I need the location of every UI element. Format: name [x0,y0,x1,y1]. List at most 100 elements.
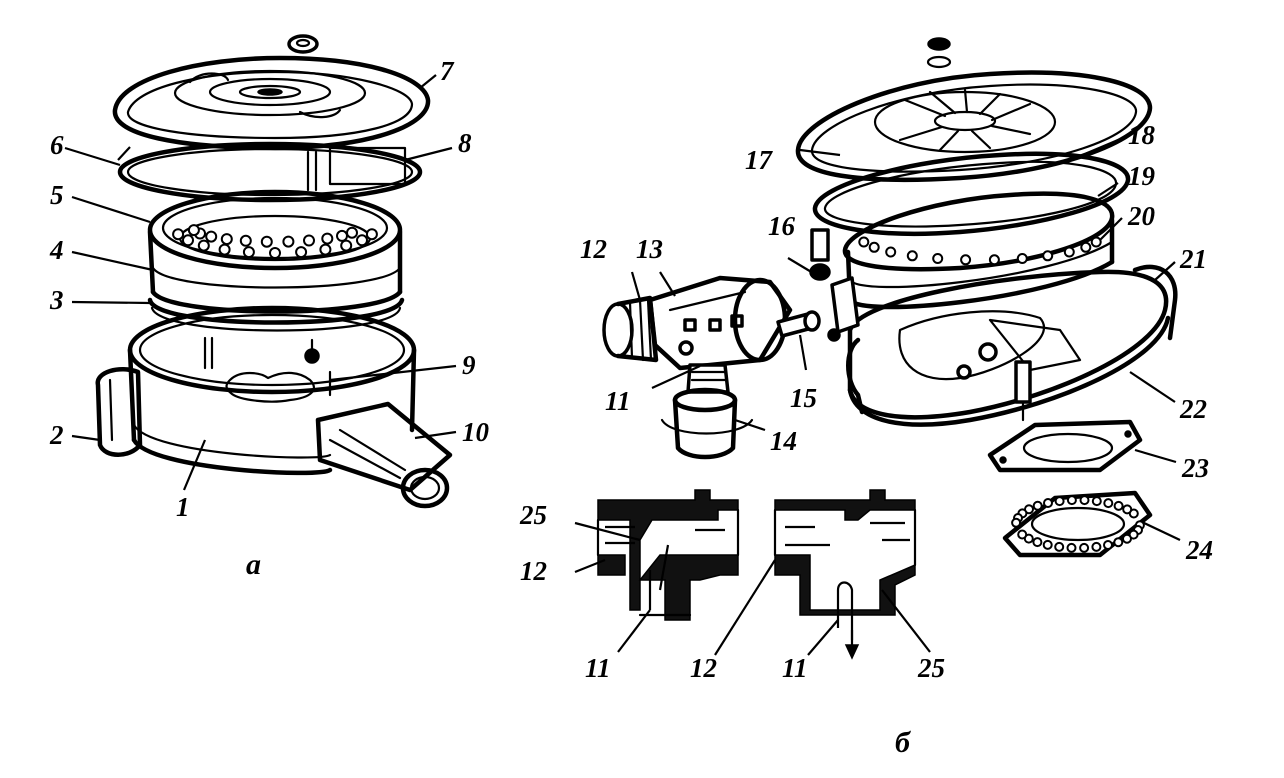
lid-part-7 [112,55,431,151]
perforation-hole [1113,537,1124,548]
perforation-hole [1042,250,1054,262]
perforation-hole [1122,533,1132,544]
label-part-8: 8 [458,128,472,158]
sealing-ring-part-6 [117,141,423,203]
perforation-hole [239,234,252,247]
label-part-18: 18 [1128,120,1155,150]
perforation-hole [1054,496,1065,507]
perforation-hole [336,229,348,242]
perforation-hole [1079,495,1090,506]
label-part-17: 17 [745,145,772,175]
perforation-hole [1090,236,1102,248]
gasket-part-3 [147,297,405,332]
label-part-9: 9 [462,350,476,380]
perforation-hole [1091,496,1102,507]
housing-part-1 [127,305,417,476]
gasket-part-23 [987,419,1143,473]
valve-body-part-13 [647,275,793,371]
perforation-hole [906,250,918,262]
label-part-11: 11 [605,386,631,416]
label-part-6: 6 [50,130,64,160]
perforation-hole [187,224,200,237]
top-nut-a [287,34,319,54]
perforation-hole [220,233,233,246]
perforation-hole [1011,517,1022,528]
bracket-part-2 [95,367,143,457]
top-nut-b [926,37,952,69]
label-part-16: 16 [768,211,795,241]
plate-part-9 [225,338,320,403]
perforation-hole [282,235,295,248]
perforation-hole [1079,542,1090,553]
label-part-2: 2 [50,420,64,450]
perforation-hole [1016,253,1028,264]
filter-body-part-4 [147,229,403,314]
perforation-hole [269,247,281,259]
lid-part-17 [795,70,1153,183]
perforation-hole [242,246,255,259]
label-part-10: 10 [462,417,489,447]
perforation-hole [356,234,368,247]
stud-part-16 [809,228,860,342]
perforation-hole [295,246,308,259]
perforation-hole [365,228,378,241]
filter-element-part-5 [147,189,403,271]
hose-part-12 [602,295,659,363]
perforation-hole [1063,246,1075,258]
perforation-hole [1113,500,1124,511]
perforation-hole [218,243,231,256]
perforation-hole [340,239,353,252]
perforation-hole [932,253,944,264]
perforation-hole [960,254,972,266]
valve-unit [602,271,821,460]
perforation-hole [319,243,332,256]
perforation-hole [205,230,218,243]
perforation-hole [1032,537,1043,548]
perforation-hole [858,236,870,248]
perforation-hole [346,226,358,239]
perforation-hole [321,232,334,245]
label-section-right-12: 12 [690,653,717,683]
perforation-hole [172,228,185,241]
stud-part-8 [306,146,407,192]
perforation-hole [303,234,315,247]
perforation-hole [868,241,880,253]
perforation-hole [1054,541,1065,552]
label-section-left-12: 12 [520,556,547,586]
perforation-hole [885,246,897,258]
label-section-right-11: 11 [782,653,808,683]
perforation-hole [988,254,1000,266]
assembly-b [787,37,1181,558]
perforation-hole [1066,495,1077,506]
section-right [714,489,931,660]
perforation-hole [1091,541,1102,552]
label-part-15: 15 [790,383,817,413]
clip-part-21 [846,264,1178,422]
label-part-20: 20 [1128,201,1155,231]
perforation-hole [182,234,194,247]
label-section-left-25: 25 [520,500,547,530]
label-part-19: 19 [1128,161,1155,191]
perforation-hole [1043,498,1053,508]
assembly-a [64,34,457,509]
label-part-13: 13 [636,234,663,264]
label-section-right-25: 25 [918,653,945,683]
label-section-left-11: 11 [585,653,611,683]
intake-pipe-part-10 [315,401,453,509]
label-part-22: 22 [1180,394,1207,424]
label-part-7: 7 [440,56,454,86]
perforation-hole [1017,529,1028,540]
label-part-1: 1 [176,492,190,522]
label-part-14: 14 [770,426,797,456]
pipe-part-14 [660,387,754,460]
label-part-21: 21 [1180,244,1207,274]
perforation-hole [260,235,273,248]
label-part-24: 24 [1186,535,1213,565]
perforation-hole [1103,540,1113,550]
section-left [574,489,740,653]
perforation-hole [1066,542,1077,553]
housing-part-22 [847,269,1171,427]
perforation-hole [1032,500,1043,511]
label-part-3: 3 [50,285,64,315]
tip-part-15 [776,310,821,338]
